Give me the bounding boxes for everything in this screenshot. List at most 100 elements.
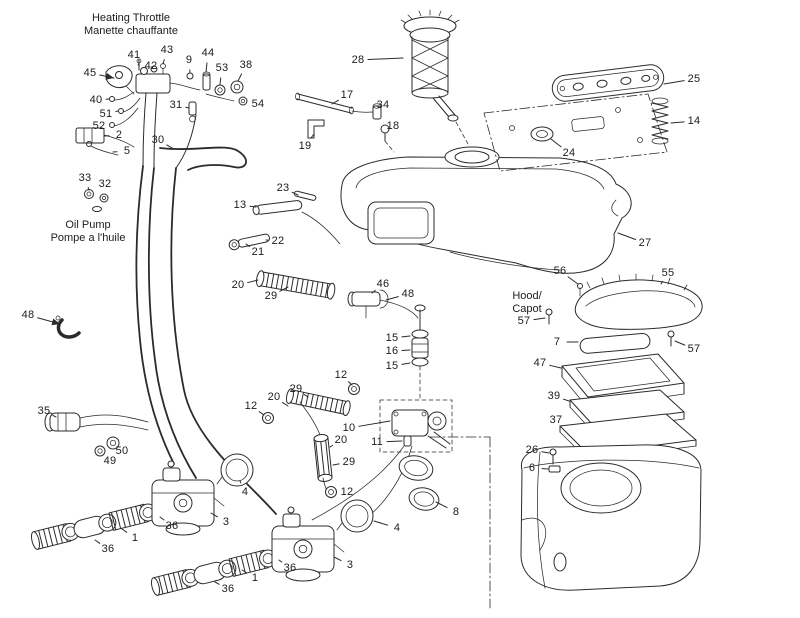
part-callout-43: 43 bbox=[160, 44, 174, 56]
part-callout-51: 51 bbox=[99, 108, 113, 120]
phantom-lines bbox=[429, 436, 491, 609]
leader-line-3 bbox=[333, 556, 342, 562]
leader-line-1 bbox=[241, 569, 247, 574]
leader-line-23 bbox=[291, 191, 299, 196]
part-callout-36: 36 bbox=[165, 520, 179, 532]
leader-line-24 bbox=[550, 138, 562, 148]
leader-line-29 bbox=[332, 463, 340, 466]
part-callout-20: 20 bbox=[334, 434, 348, 446]
part-callout-35: 35 bbox=[37, 405, 51, 417]
leader-line-33 bbox=[87, 186, 90, 191]
part-callout-30: 30 bbox=[151, 134, 165, 146]
corrugated-tubes bbox=[262, 383, 360, 499]
part-callout-12: 12 bbox=[334, 369, 348, 381]
part-callout-55: 55 bbox=[661, 267, 675, 279]
part-callout-48: 48 bbox=[21, 309, 35, 321]
leader-line-36 bbox=[278, 559, 283, 563]
part-callout-12: 12 bbox=[340, 486, 354, 498]
leader-line-27 bbox=[617, 232, 637, 241]
throttle-heater-assembly bbox=[75, 58, 248, 212]
leader-line-26 bbox=[541, 451, 550, 454]
part-callout-29: 29 bbox=[342, 456, 356, 468]
part-callout-38: 38 bbox=[239, 59, 253, 71]
leader-line-48 bbox=[385, 296, 399, 301]
diagram-label-oil-pump: Oil Pump Pompe a l'huile bbox=[50, 219, 126, 244]
part-callout-40: 40 bbox=[89, 94, 103, 106]
part-callout-36: 36 bbox=[283, 562, 297, 574]
leader-line-31 bbox=[185, 106, 190, 109]
leader-line-15 bbox=[401, 335, 411, 338]
part-callout-50: 50 bbox=[115, 445, 129, 457]
hood-assembly bbox=[545, 273, 703, 461]
leader-line-14 bbox=[670, 121, 685, 124]
leader-line-25 bbox=[663, 80, 685, 85]
t-fitting bbox=[347, 289, 419, 319]
part-callout-52: 52 bbox=[92, 120, 106, 132]
leader-line-57 bbox=[533, 317, 546, 321]
leader-line-20 bbox=[329, 444, 334, 448]
part-callout-23: 23 bbox=[276, 182, 290, 194]
part-callout-36: 36 bbox=[221, 583, 235, 595]
leader-line-12 bbox=[347, 381, 353, 386]
part-callout-29: 29 bbox=[264, 290, 278, 302]
part-callout-53: 53 bbox=[215, 62, 229, 74]
part-callout-24: 24 bbox=[562, 147, 576, 159]
part-callout-22: 22 bbox=[271, 235, 285, 247]
part-callout-26: 26 bbox=[525, 444, 539, 456]
fuel-pump-assembly bbox=[311, 399, 453, 529]
leader-line-53 bbox=[219, 77, 222, 85]
leader-line-46 bbox=[371, 289, 376, 294]
leader-line-8 bbox=[435, 501, 448, 509]
part-callout-57: 57 bbox=[687, 343, 701, 355]
part-callout-29: 29 bbox=[289, 383, 303, 395]
leader-line-47 bbox=[549, 364, 562, 369]
part-callout-7: 7 bbox=[553, 336, 561, 348]
part-callout-34: 34 bbox=[376, 99, 390, 111]
fuel-tank bbox=[340, 146, 632, 274]
leader-line-55 bbox=[660, 280, 664, 285]
part-callout-37: 37 bbox=[549, 414, 563, 426]
part-callout-4: 4 bbox=[241, 486, 249, 498]
part-callout-45: 45 bbox=[83, 67, 97, 79]
leader-line-29 bbox=[303, 394, 309, 398]
part-callout-41: 41 bbox=[127, 49, 141, 61]
leader-line-11 bbox=[386, 440, 403, 443]
leader-line-44 bbox=[205, 62, 208, 73]
part-callout-31: 31 bbox=[169, 99, 183, 111]
leader-line-17 bbox=[331, 99, 339, 105]
leader-line-41 bbox=[137, 63, 140, 67]
leader-line-29 bbox=[279, 286, 289, 292]
part-callout-36: 36 bbox=[101, 543, 115, 555]
leader-line-4 bbox=[373, 520, 388, 526]
leader-line-48 bbox=[37, 317, 61, 326]
part-callout-33: 33 bbox=[78, 172, 92, 184]
part-callout-1: 1 bbox=[251, 572, 259, 584]
part-callout-27: 27 bbox=[638, 237, 652, 249]
part-callout-8: 8 bbox=[452, 506, 460, 518]
part-callout-15: 15 bbox=[385, 332, 399, 344]
part-callout-56: 56 bbox=[553, 265, 567, 277]
part-callout-17: 17 bbox=[340, 89, 354, 101]
leader-line-36 bbox=[94, 539, 101, 544]
part-callout-21: 21 bbox=[251, 246, 265, 258]
part-callout-12: 12 bbox=[244, 400, 258, 412]
part-callout-54: 54 bbox=[251, 98, 265, 110]
part-callout-13: 13 bbox=[233, 199, 247, 211]
part-callout-20: 20 bbox=[231, 279, 245, 291]
part-callout-44: 44 bbox=[201, 47, 215, 59]
vent-hoses-fittings bbox=[295, 92, 395, 153]
part-callout-46: 46 bbox=[376, 278, 390, 290]
part-callout-1: 1 bbox=[131, 532, 139, 544]
leader-line-38 bbox=[237, 73, 243, 82]
part-callout-11: 11 bbox=[371, 436, 383, 448]
part-callout-9: 9 bbox=[185, 54, 193, 66]
part-callout-42: 42 bbox=[144, 60, 158, 72]
part-callout-49: 49 bbox=[103, 455, 117, 467]
leader-line-10 bbox=[358, 420, 391, 427]
part-callout-47: 47 bbox=[533, 357, 547, 369]
carburetor-assembly-1 bbox=[30, 453, 254, 550]
leader-line-36 bbox=[214, 581, 220, 585]
leader-line-13 bbox=[249, 205, 257, 208]
leader-line-3 bbox=[210, 512, 218, 518]
part-callout-15: 15 bbox=[385, 360, 399, 372]
